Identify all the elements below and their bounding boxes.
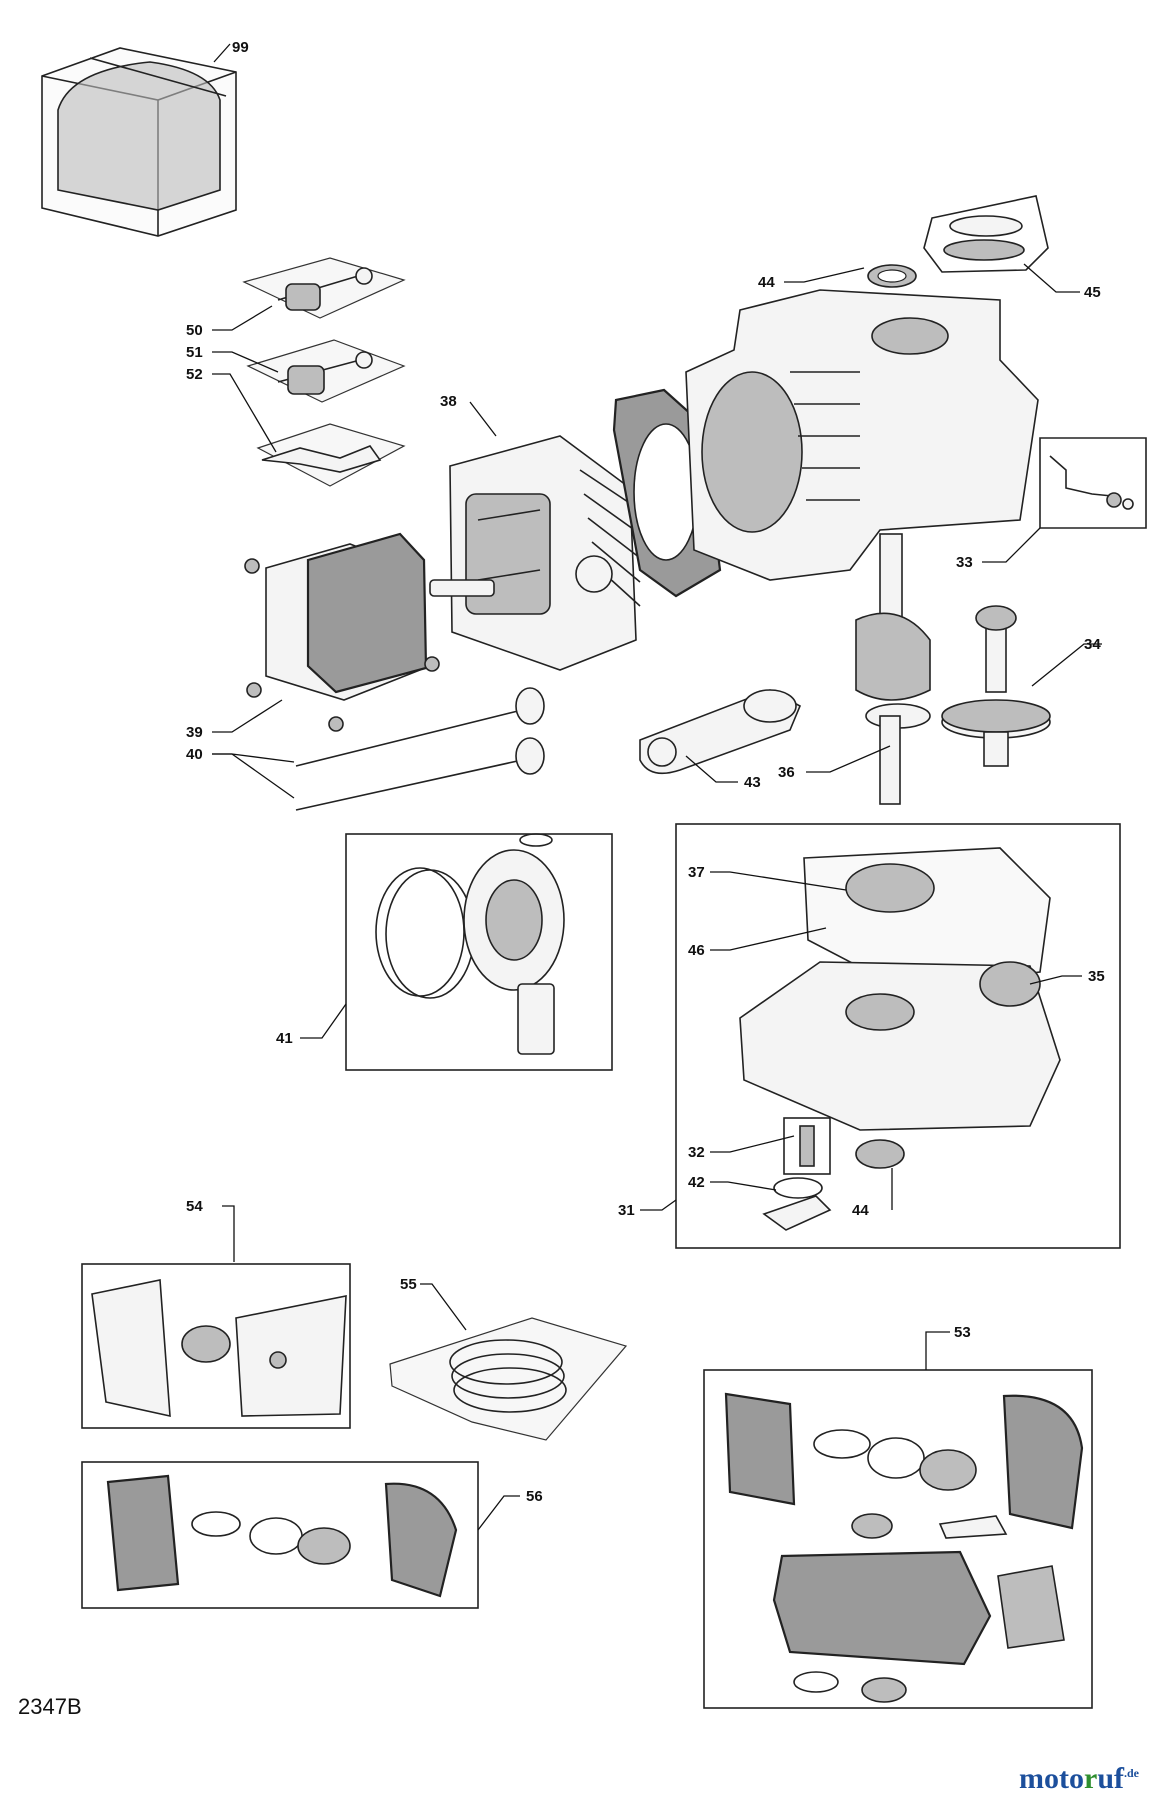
part-41-piston-box[interactable] (345, 833, 613, 1071)
label-50: 50 (186, 322, 203, 339)
part-43-connecting-rod[interactable] (639, 689, 802, 775)
label-34: 34 (1084, 636, 1101, 653)
part-54-cover-box[interactable] (81, 1263, 351, 1429)
part-52-rocker-bag[interactable] (256, 423, 406, 487)
part-40-push-rods[interactable] (295, 579, 545, 811)
label-36: 36 (778, 764, 795, 781)
part-33-governor-box[interactable] (1039, 437, 1147, 529)
label-52: 52 (186, 366, 203, 383)
part-55-piston-ring-set[interactable] (389, 1317, 628, 1441)
label-46: 46 (688, 942, 705, 959)
engine-block[interactable] (685, 289, 1039, 581)
part-45-gasket-set-box[interactable] (923, 195, 1049, 273)
part-44-oil-seal-top[interactable] (867, 264, 917, 288)
label-38: 38 (440, 393, 457, 410)
label-45: 45 (1084, 284, 1101, 301)
label-42: 42 (688, 1174, 705, 1191)
label-41: 41 (276, 1030, 293, 1047)
label-40: 40 (186, 746, 203, 763)
part-39-valve-cover[interactable] (244, 532, 440, 732)
part-34-camshaft[interactable] (941, 605, 1051, 767)
part-99-engine-assembly[interactable] (41, 47, 237, 237)
part-56-gasket-set-box[interactable] (81, 1461, 479, 1609)
label-51: 51 (186, 344, 203, 361)
label-31: 31 (618, 1202, 635, 1219)
part-51-valve-bag[interactable] (246, 339, 406, 403)
part-36-crankshaft[interactable] (855, 533, 931, 805)
label-44-top: 44 (758, 274, 775, 291)
part-31-sump-box[interactable] (675, 823, 1121, 1249)
part-53-gasket-set-box[interactable] (703, 1369, 1093, 1709)
label-39: 39 (186, 724, 203, 741)
label-54: 54 (186, 1198, 203, 1215)
label-32: 32 (688, 1144, 705, 1161)
label-56: 56 (526, 1488, 543, 1505)
label-55: 55 (400, 1276, 417, 1293)
label-53: 53 (954, 1324, 971, 1341)
label-44-bottom: 44 (852, 1202, 869, 1219)
label-33: 33 (956, 554, 973, 571)
leader-lines (212, 43, 1102, 1531)
part-50-valve-bag[interactable] (242, 257, 406, 319)
label-43: 43 (744, 774, 761, 791)
part-number-labels: 99 50 51 52 38 44 45 33 34 39 40 43 36 4… (186, 39, 1105, 1505)
label-37: 37 (688, 864, 705, 881)
brand-logo[interactable]: motoruf.de (1019, 1762, 1139, 1795)
label-99: 99 (232, 39, 249, 56)
diagram-code: 2347B (18, 1694, 82, 1719)
part-38-cylinder-head[interactable] (449, 435, 641, 671)
label-35: 35 (1088, 968, 1105, 985)
